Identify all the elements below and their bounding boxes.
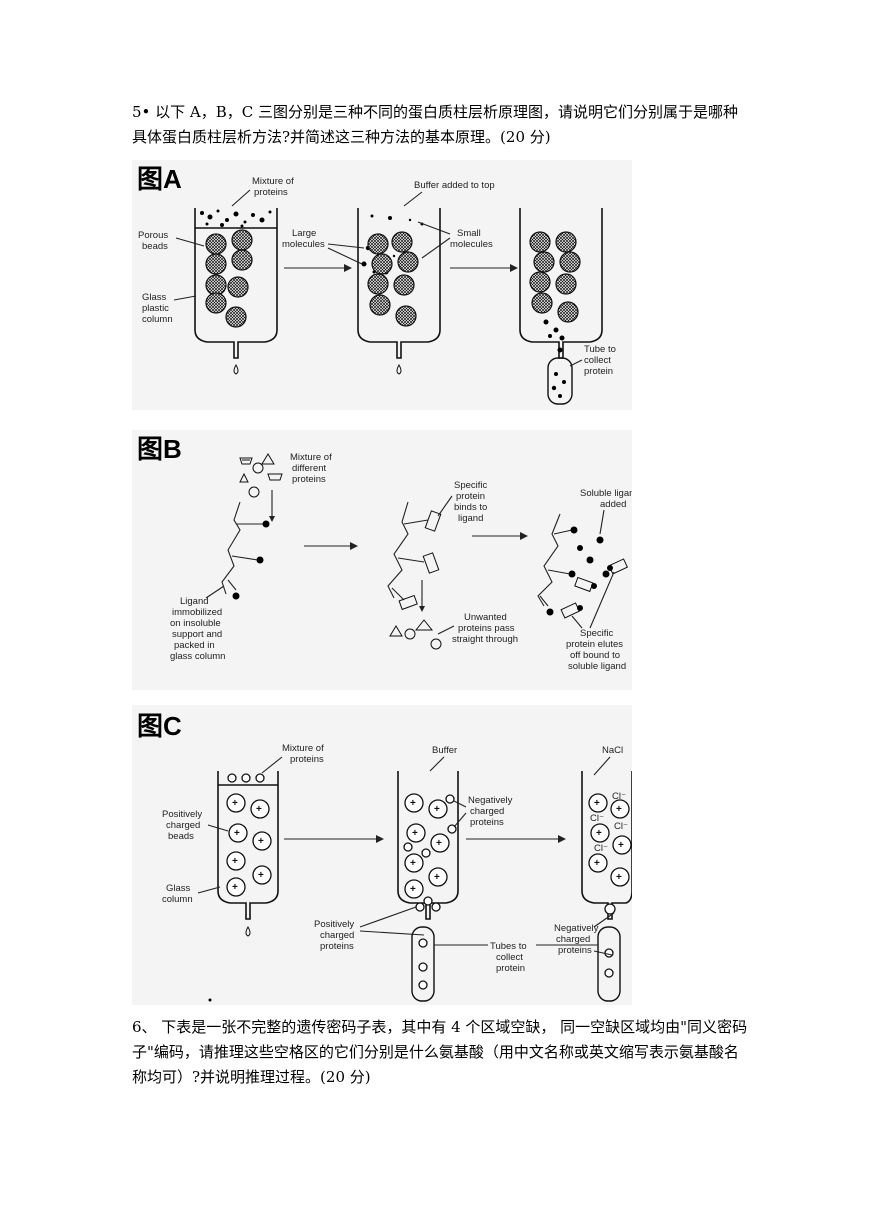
label-cl-2: Cl⁻	[590, 813, 604, 824]
label-tube-collect: Tube to collect protein	[584, 344, 619, 377]
column-c3: + + + + + + Cl⁻ Cl⁻ Cl⁻ Cl⁻	[581, 771, 632, 1002]
label-negative-proteins: Negatively charged proteins	[468, 795, 515, 828]
label-cl-3: Cl⁻	[614, 821, 628, 832]
label-cl-4: Cl⁻	[594, 843, 608, 854]
svg-text:+: +	[596, 828, 602, 839]
panel-2	[387, 501, 442, 650]
column-c2: + + + + + + +	[397, 771, 459, 920]
svg-text:+: +	[412, 828, 418, 839]
label-mixture-b: Mixture of different proteins	[290, 452, 334, 485]
label-mixture-a: Mixture of proteins	[252, 176, 296, 198]
label-porous-beads: Porous beads	[138, 230, 171, 252]
svg-text:+: +	[232, 856, 238, 867]
question-6-text: 6、 下表是一张不完整的遗传密码子表，其中有 4 个区域空缺， 同一空缺区域均由…	[132, 1018, 748, 1086]
svg-text:+: +	[616, 804, 622, 815]
column-c1: + + + + + + +	[217, 771, 279, 937]
svg-text:+: +	[232, 882, 238, 893]
column-3	[519, 208, 603, 405]
svg-text:+: +	[258, 870, 264, 881]
label-large-molecules: Large molecules	[282, 228, 325, 250]
figure-a: 图A Mixture of proteins Porous beads Glas…	[132, 160, 632, 410]
svg-text:+: +	[436, 838, 442, 849]
label-cl-1: Cl⁻	[612, 791, 626, 802]
figure-b-title: 图B	[137, 434, 182, 464]
svg-text:+: +	[258, 836, 264, 847]
panel-3	[537, 513, 629, 619]
svg-text:+: +	[594, 858, 600, 869]
label-negative-proteins-2: Negatively charged proteins	[554, 923, 601, 956]
label-positive-proteins: Positively charged proteins	[314, 919, 357, 952]
svg-text:+: +	[410, 884, 416, 895]
svg-text:+: +	[594, 798, 600, 809]
label-specific-binds: Specific protein binds to ligand	[454, 480, 490, 524]
figure-c-title: 图C	[137, 711, 182, 741]
figure-b: 图B Mixture of different proteins Ligand …	[132, 430, 632, 690]
label-buffer-c: Buffer	[432, 745, 457, 756]
label-tubes-collect: Tubes to collect protein	[490, 941, 529, 974]
label-specific-elutes: Specific protein elutes off bound to sol…	[566, 628, 626, 672]
label-ligand-immobilized: Ligand immobilized on insoluble support …	[170, 596, 225, 662]
label-mixture-c: Mixture of proteins	[282, 743, 326, 765]
label-glass-plastic-column: Glass plastic column	[142, 292, 173, 325]
svg-text:+: +	[256, 804, 262, 815]
svg-text:+: +	[434, 872, 440, 883]
label-small-molecules: Small molecules	[450, 228, 493, 250]
question-5-text: 5• 以下 A，B，C 三图分别是三种不同的蛋白质柱层析原理图，请说明它们分别属…	[132, 103, 739, 146]
label-glass-column-c: Glass column	[162, 883, 193, 905]
svg-text:+: +	[618, 840, 624, 851]
column-2	[357, 208, 441, 375]
svg-text:+: +	[616, 872, 622, 883]
svg-text:+: +	[410, 798, 416, 809]
svg-text:+: +	[434, 804, 440, 815]
label-nacl: NaCl	[602, 745, 623, 756]
figure-a-title: 图A	[137, 164, 182, 194]
label-unwanted-proteins: Unwanted proteins pass straight through	[452, 612, 518, 645]
tube-c1	[411, 926, 435, 1002]
svg-text:+: +	[410, 858, 416, 869]
column-1	[194, 208, 278, 375]
label-buffer-added: Buffer added to top	[414, 180, 495, 191]
label-positive-beads: Positively charged beads	[162, 809, 205, 842]
label-soluble-ligand: Soluble ligand added	[580, 488, 632, 510]
panel-1	[221, 453, 283, 600]
figure-c: 图C + + + + + + + Mixture of proteins Positive…	[132, 705, 632, 1005]
svg-text:+: +	[234, 828, 240, 839]
svg-text:+: +	[232, 798, 238, 809]
